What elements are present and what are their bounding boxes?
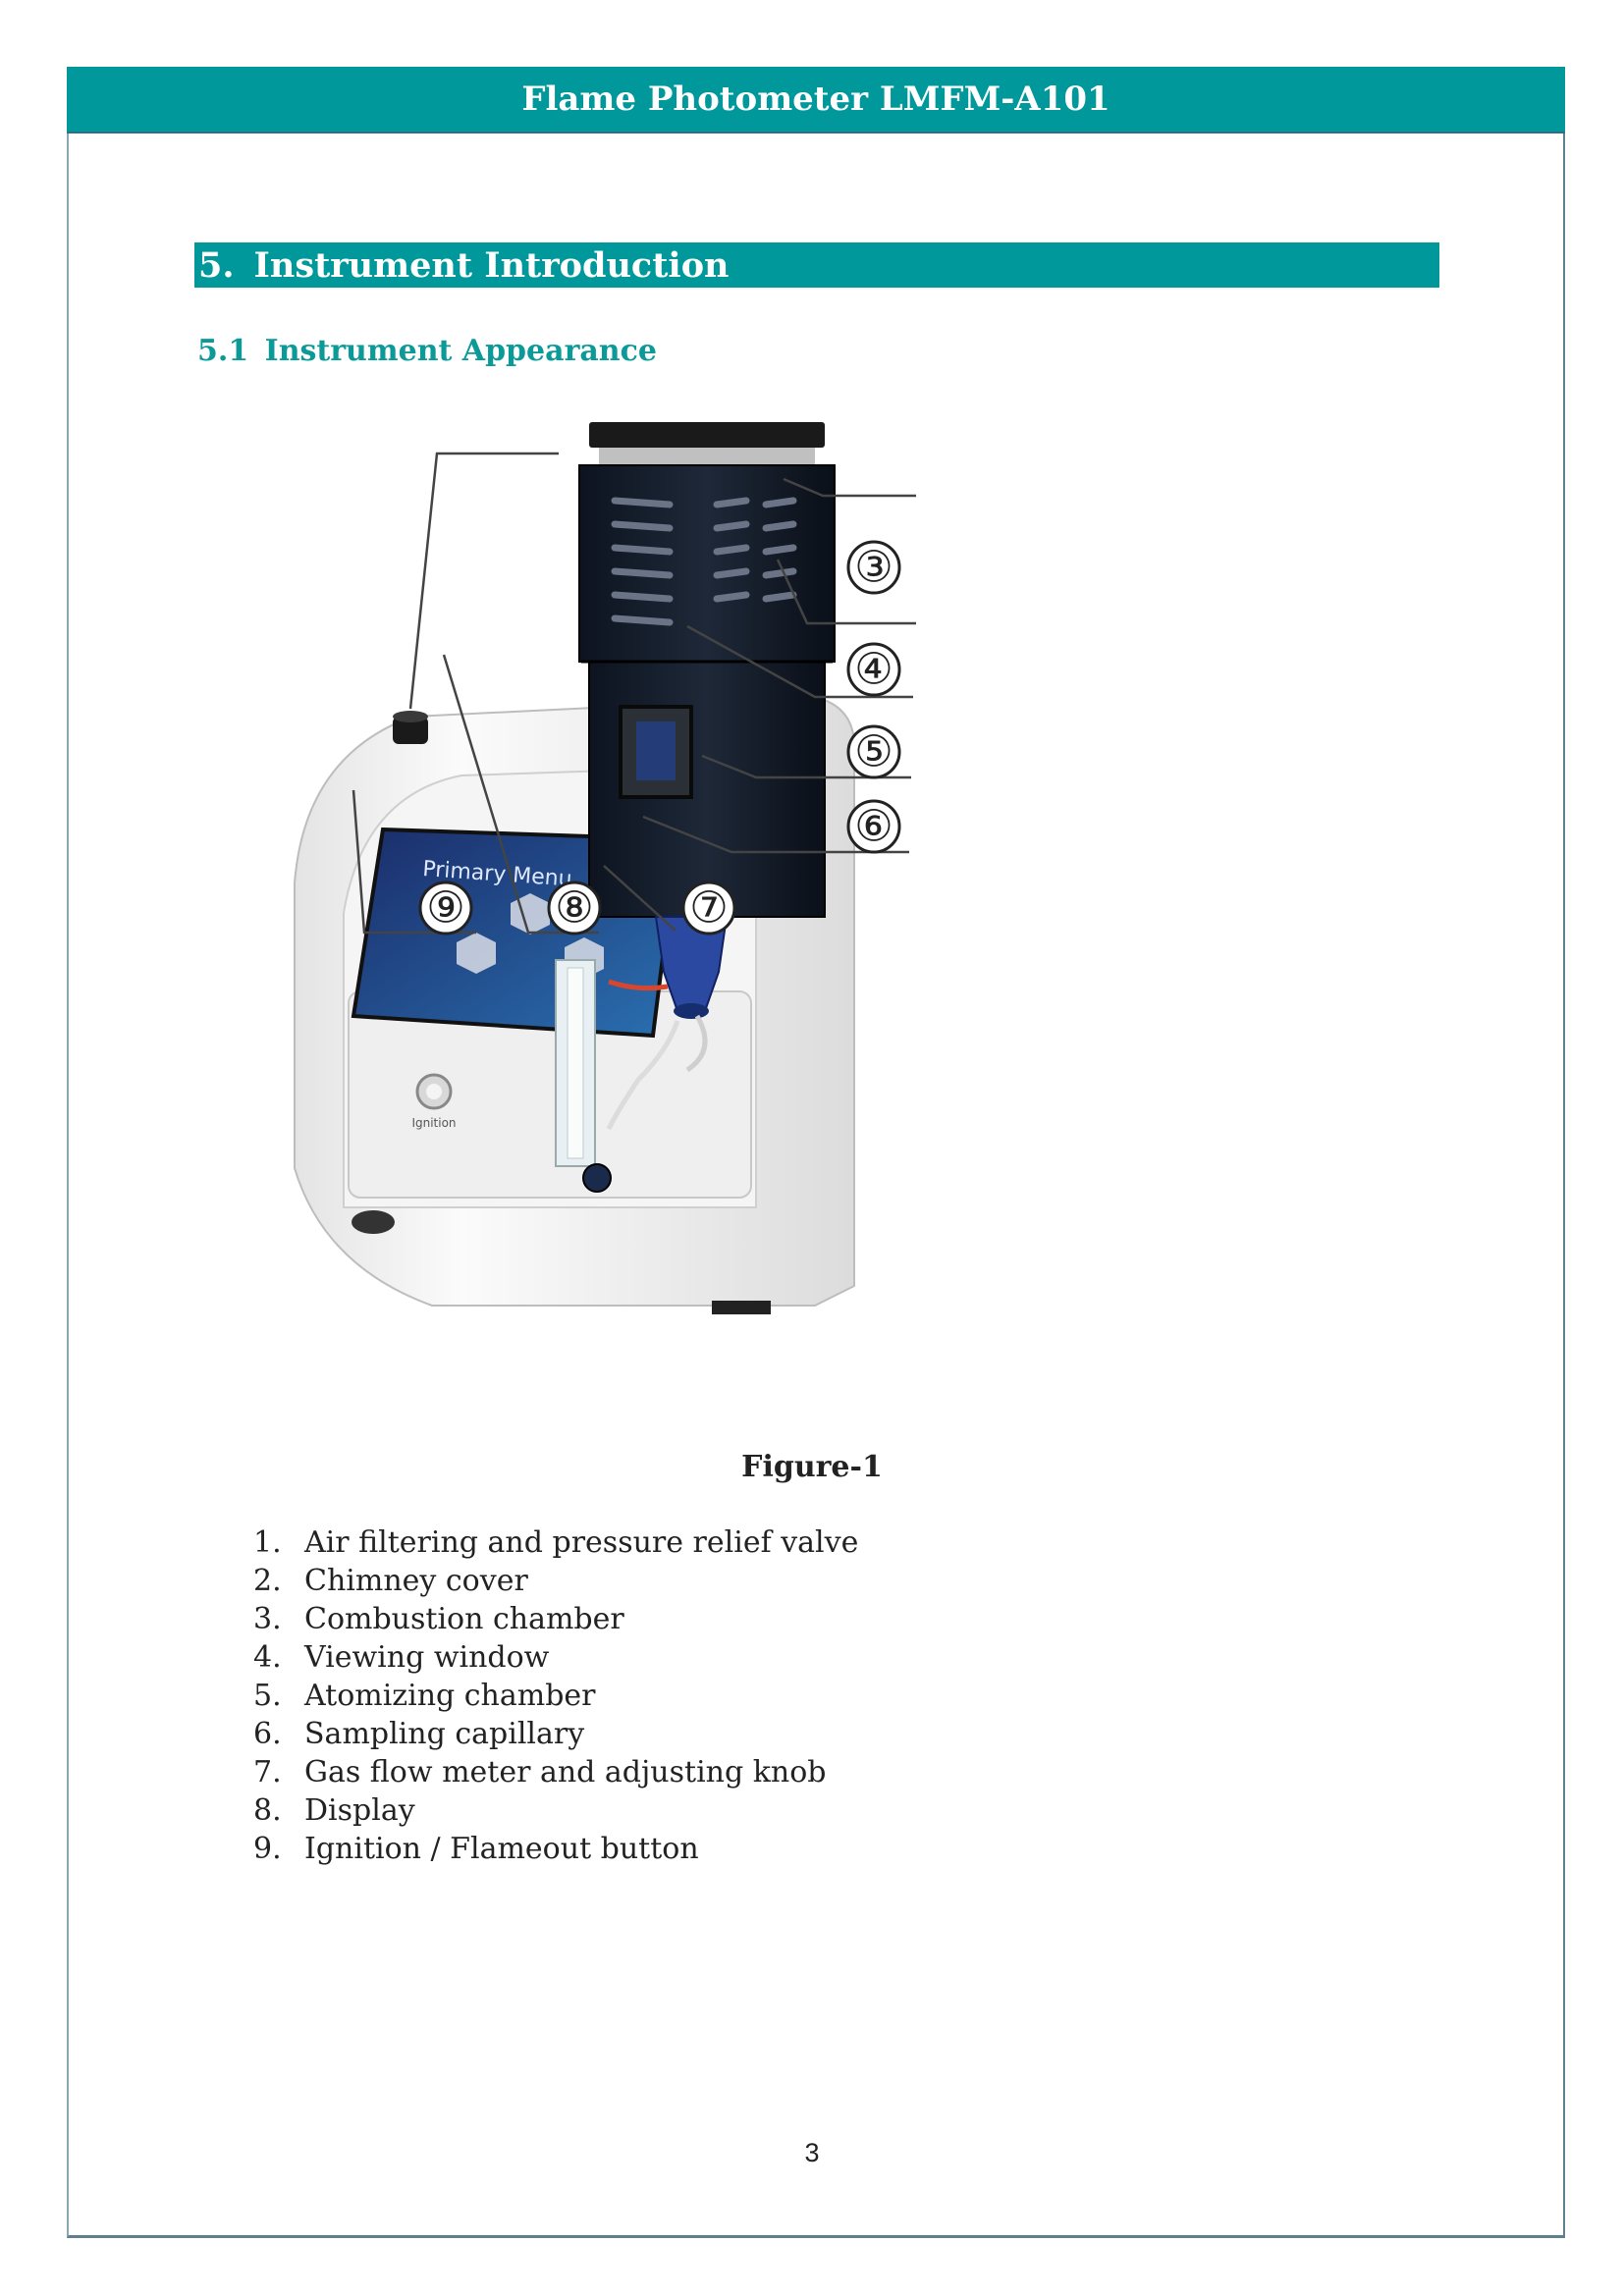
subsection-title: Instrument Appearance <box>264 334 657 368</box>
legend-item: 1.Air filtering and pressure relief valv… <box>253 1525 859 1560</box>
svg-text:⑥: ⑥ <box>854 802 893 852</box>
ignition-label: Ignition <box>411 1116 456 1130</box>
callout-6: ⑥ <box>846 799 901 854</box>
section-title: Instrument Introduction <box>253 244 730 286</box>
gas-flow-meter <box>555 959 612 1193</box>
legend-item: 7.Gas flow meter and adjusting knob <box>253 1755 827 1789</box>
document-header: Flame Photometer LMFM-A101 <box>67 67 1565 133</box>
sampling-capillary <box>606 979 708 1131</box>
valve-knob-icon <box>393 711 428 744</box>
instrument-figure: Primary Menu Ignition <box>265 422 1394 1423</box>
callout-9: ⑨ <box>418 881 473 935</box>
legend-item: 4.Viewing window <box>253 1640 550 1675</box>
callout-3: ③ <box>846 540 901 595</box>
svg-text:③: ③ <box>854 543 893 593</box>
subsection-number: 5.1 <box>197 334 249 368</box>
callout-5: ⑤ <box>846 724 901 779</box>
legend-item: 5.Atomizing chamber <box>253 1679 596 1713</box>
svg-text:⑧: ⑧ <box>555 883 593 934</box>
page-frame <box>67 67 1565 2238</box>
svg-text:④: ④ <box>854 645 893 695</box>
subsection-heading: 5.1 Instrument Appearance <box>197 334 657 368</box>
page-number: 3 <box>804 2138 820 2167</box>
component-legend: 1.Air filtering and pressure relief valv… <box>253 1523 858 1868</box>
instrument-illustration: Primary Menu Ignition <box>294 422 916 1314</box>
viewing-window <box>619 705 693 799</box>
legend-item: 6.Sampling capillary <box>253 1717 585 1751</box>
legend-item: 9.Ignition / Flameout button <box>253 1832 699 1866</box>
legend-item: 3.Combustion chamber <box>253 1602 624 1636</box>
svg-text:⑤: ⑤ <box>854 727 893 777</box>
callout-4: ④ <box>846 642 901 697</box>
header-title: Flame Photometer LMFM-A101 <box>521 80 1110 119</box>
svg-text:⑦: ⑦ <box>689 883 728 934</box>
section-number: 5. <box>198 244 235 286</box>
svg-text:⑨: ⑨ <box>426 883 464 934</box>
ignition-button-icon: Ignition <box>411 1073 457 1130</box>
callout-7: ⑦ <box>681 881 736 935</box>
legend-item: 8.Display <box>253 1793 415 1828</box>
chimney-assembly <box>578 422 836 918</box>
section-heading: 5. Instrument Introduction <box>194 242 1439 288</box>
figure-caption: Figure-1 <box>741 1450 883 1484</box>
legend-item: 2.Chimney cover <box>253 1564 528 1598</box>
callout-8: ⑧ <box>547 881 602 935</box>
